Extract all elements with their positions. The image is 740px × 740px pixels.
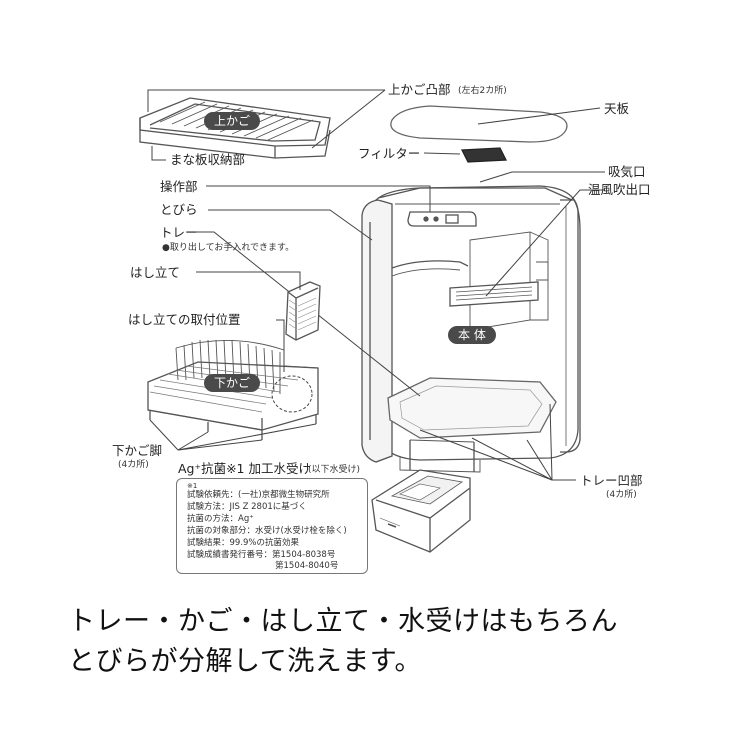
lower-basket-pill: 下かご	[204, 374, 261, 392]
test-line: 試験結果：99.9%の抗菌効果	[187, 538, 300, 548]
top-panel-drawing	[390, 105, 601, 143]
chopstick-stand-drawing	[196, 271, 321, 341]
test-line: 試験依頼先：(一社)京都微生物研究所	[187, 490, 330, 500]
drip-tray-label: Ag⁺抗菌※1 加工水受け	[178, 461, 311, 476]
caption-line-1: トレー・かご・はし立て・水受けはもちろん	[68, 606, 618, 637]
lower-basket-legs-note: (4カ所)	[118, 460, 149, 470]
intake-label: 吸気口	[608, 164, 646, 179]
tray-recess-note: (4カ所)	[606, 490, 637, 500]
chopstick-stand-label: はし立て	[130, 265, 181, 280]
body-leaders	[196, 171, 605, 481]
tray-label: トレー	[160, 225, 198, 240]
warm-air-outlet-label: 温風吹出口	[588, 182, 651, 197]
tray-recess-label: トレー凹部	[580, 473, 643, 488]
test-line: 試験方法：JIS Z 2801に基づく	[187, 502, 307, 512]
upper-leaders	[147, 89, 386, 161]
cutting-board-storage-label: まな板収納部	[170, 152, 246, 167]
door-label: とびら	[160, 202, 198, 217]
test-line: 抗菌の対象部分：水受け(水受け栓を除く)	[187, 526, 347, 536]
test-line: 抗菌の方法：Ag⁺	[187, 514, 254, 524]
test-line-last: 第1504-8040号	[275, 561, 339, 571]
test-note-mark: ※1	[187, 482, 198, 490]
antibacterial-test-box: ※1 試験依頼先：(一社)京都微生物研究所 試験方法：JIS Z 2801に基づ…	[176, 478, 368, 574]
caption-line-2: とびらが分解して洗えます。	[68, 646, 422, 677]
top-panel-label: 天板	[604, 101, 630, 116]
test-line: 試験成績書発行番号：第1504-8038号	[187, 550, 336, 560]
tray-note: ●取り出してお手入れできます。	[162, 243, 295, 253]
upper-basket-bump-label: 上かご凸部	[388, 82, 451, 97]
main-body-pill: 本 体	[448, 326, 496, 344]
upper-basket-pill: 上かご	[204, 112, 261, 130]
control-panel-label: 操作部	[160, 179, 198, 194]
main-body-drawing	[361, 185, 581, 473]
lower-basket-legs-label: 下かご脚	[112, 443, 163, 458]
chopstick-mount-label: はし立ての取付位置	[128, 312, 241, 327]
drip-tray-note: (以下水受け)	[308, 465, 361, 475]
drip-tray-drawing	[371, 469, 471, 553]
upper-basket-bump-note: (左右2カ所)	[458, 86, 507, 96]
filter-label: フィルター	[358, 146, 421, 161]
filter-drawing	[423, 147, 508, 163]
